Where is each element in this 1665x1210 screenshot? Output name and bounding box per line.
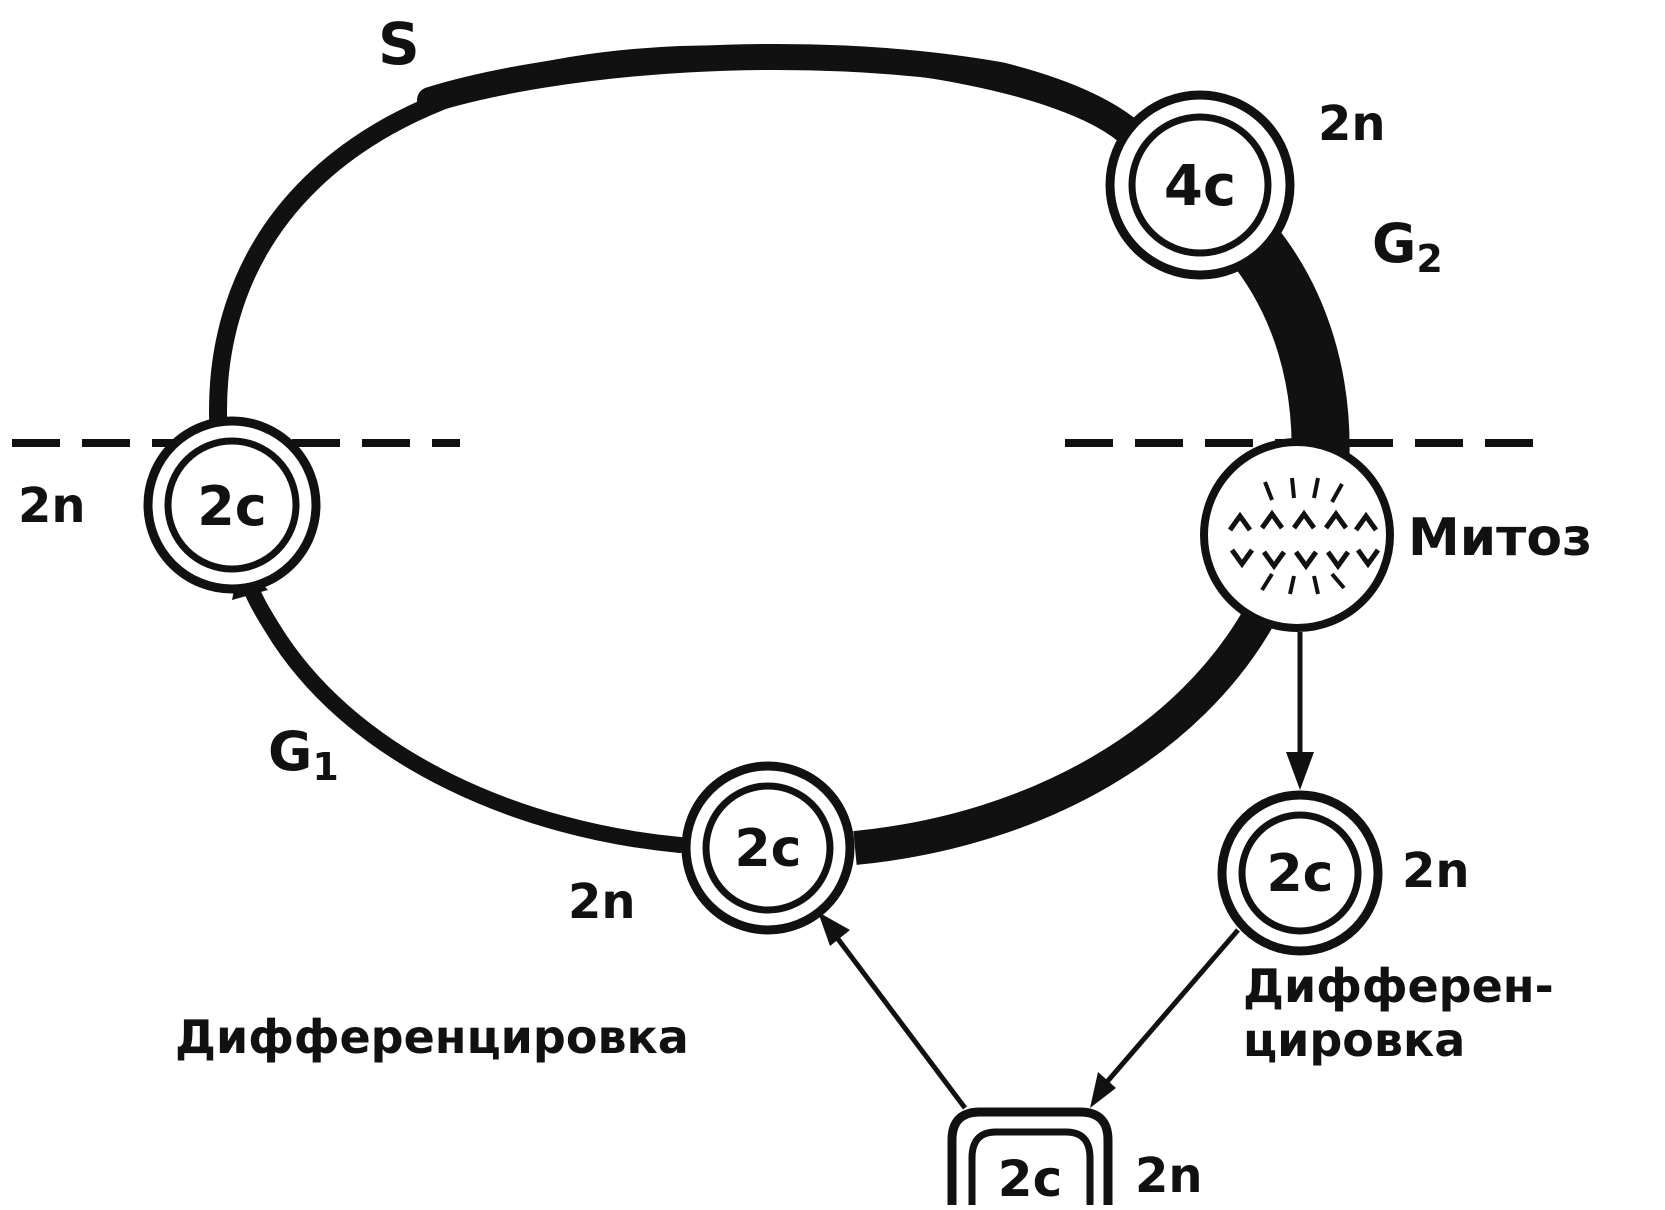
cell-top-right-content: 4c: [1164, 154, 1236, 219]
cell-top-right: 4c: [1110, 95, 1290, 275]
cell-daughter-ploidy: 2n: [1402, 843, 1470, 899]
g2-subscript: 2: [1416, 237, 1442, 281]
differentiation-right-label-line2: цировка: [1243, 1013, 1465, 1067]
mitosis-cell: [1204, 442, 1390, 628]
g1-subscript: 1: [312, 745, 338, 789]
s-phase-arc: [218, 54, 1130, 450]
s-phase-label: S: [378, 10, 420, 78]
cell-left-content: 2c: [197, 475, 267, 538]
g1-phase-label: G1: [268, 720, 339, 789]
mitosis-to-daughter-arrowhead: [1286, 752, 1314, 790]
differentiation-left-label: Дифференцировка: [175, 1010, 689, 1064]
differentiation-right-label-line1: Дифферен-: [1243, 959, 1554, 1013]
g1-phase-arc: [246, 575, 680, 845]
g2-phase-arc: [1250, 240, 1321, 470]
cell-top-right-ploidy: 2n: [1318, 96, 1386, 152]
daughter-to-differentiated-arrow: [1100, 930, 1238, 1090]
cell-bottom-ploidy: 2n: [568, 874, 636, 930]
g2-letter: G: [1372, 212, 1416, 275]
cell-daughter: 2c: [1222, 795, 1378, 951]
cell-left-ploidy: 2n: [18, 478, 86, 534]
g2-phase-label: G2: [1372, 212, 1443, 281]
cell-left: 2c: [148, 421, 316, 589]
g1-letter: G: [268, 720, 312, 783]
cell-daughter-content: 2c: [1266, 844, 1333, 904]
mitosis-label: Митоз: [1408, 508, 1592, 568]
mitosis-to-g1-arc: [855, 615, 1260, 848]
cell-bottom-content: 2c: [734, 819, 801, 879]
differentiated-to-bottom-arrowhead: [818, 912, 850, 946]
cell-differentiated-content: 2c: [998, 1150, 1062, 1208]
differentiated-to-bottom-arrow: [835, 935, 965, 1108]
cell-differentiated: 2c: [952, 1112, 1108, 1208]
cell-bottom: 2c: [686, 766, 850, 930]
cell-differentiated-ploidy: 2n: [1135, 1148, 1203, 1204]
